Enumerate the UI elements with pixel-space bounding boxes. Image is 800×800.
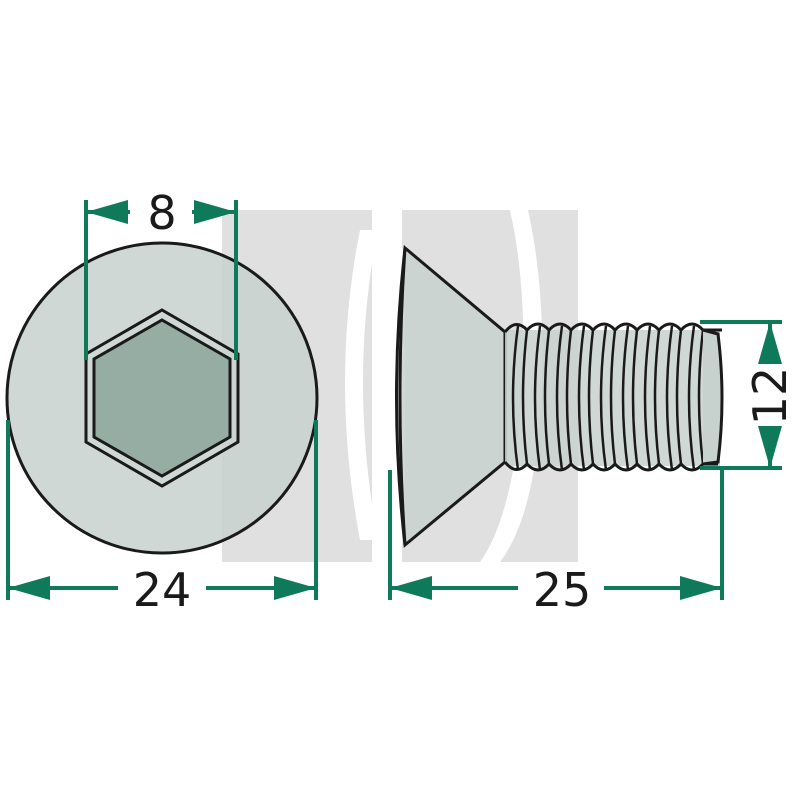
head-diameter-label: 24 (133, 563, 192, 617)
bolt-end (702, 328, 724, 466)
thread-top-edge (503, 322, 722, 333)
head-top-view (5, 241, 319, 555)
dimension-thread-diameter: 12 (700, 320, 797, 470)
hex-width-label: 8 (147, 186, 176, 240)
thread-diameter-label: 12 (743, 367, 797, 426)
thread-flanks (511, 325, 705, 471)
length-label: 25 (533, 563, 592, 617)
dimension-hex-width: 8 (84, 186, 238, 360)
dimension-head-diameter: 24 (6, 420, 318, 617)
bolt-side-view (395, 245, 724, 548)
dimension-length: 25 (388, 470, 724, 617)
hex-socket-inner (92, 318, 232, 478)
